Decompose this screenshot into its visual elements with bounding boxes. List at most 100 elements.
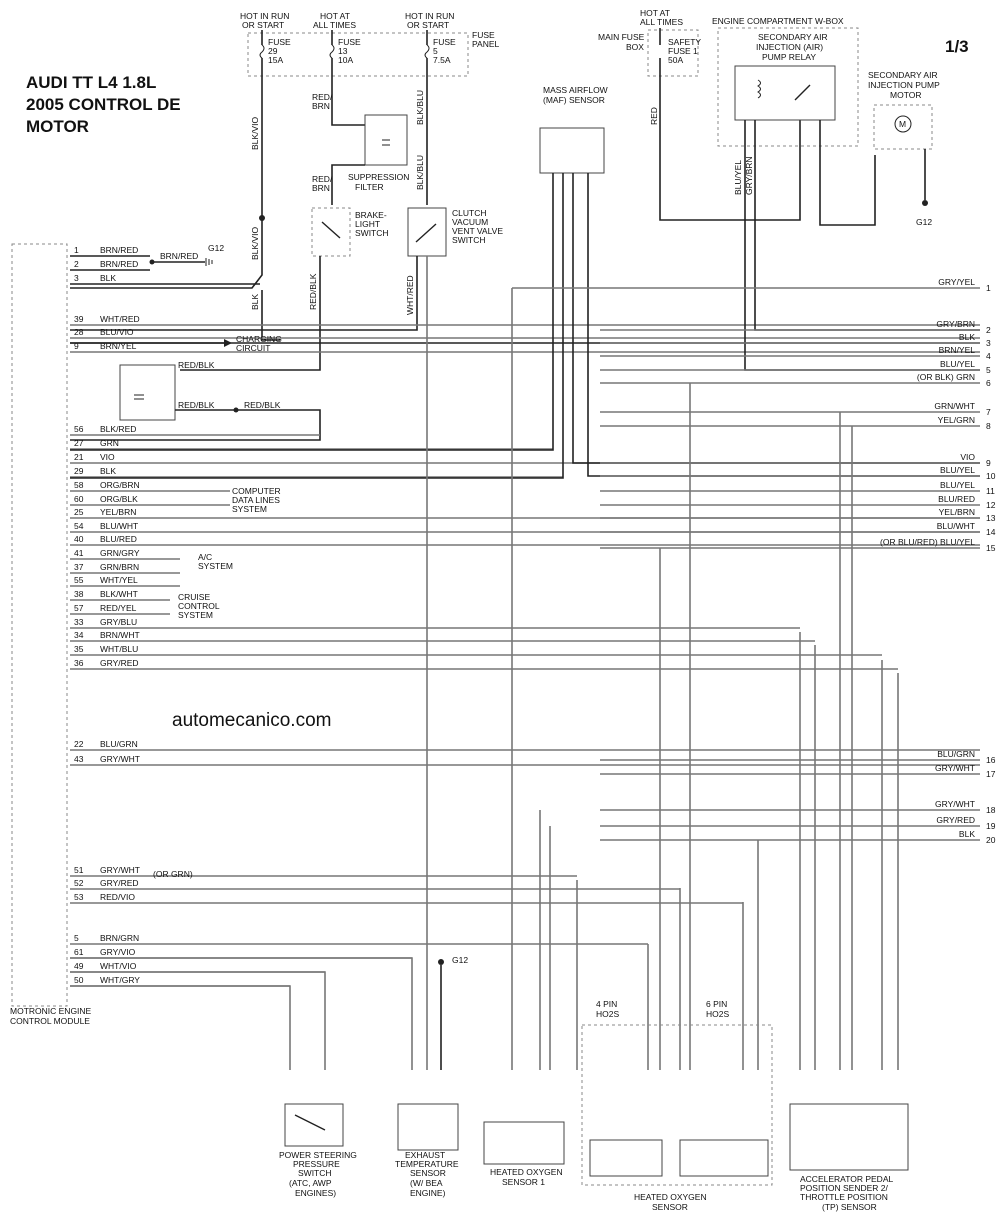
- right-connector-number: 14: [986, 527, 996, 537]
- ac-a: A/C: [198, 552, 212, 562]
- page-number: 1/3: [945, 37, 969, 56]
- ecm-pin-number: 49: [74, 961, 84, 971]
- ecm-pin-color: BLK/WHT: [100, 589, 138, 599]
- brake-a: BRAKE-: [355, 210, 387, 220]
- right-connector-color: BLU/YEL: [940, 359, 975, 369]
- wire-wht-red-relay: [819, 120, 876, 226]
- maf-a: MASS AIRFLOW: [543, 85, 608, 95]
- wire-grn-maf: [70, 173, 554, 451]
- ecm-pin-color: ORG/BRN: [100, 480, 140, 490]
- brake-c: SWITCH: [355, 228, 389, 238]
- wire-red-brn: [331, 80, 365, 126]
- data-c: SYSTEM: [232, 504, 267, 514]
- title-line2: 2005 CONTROL DE: [26, 95, 181, 114]
- mainfuse-f-c: 50A: [668, 55, 683, 65]
- suppression-a: SUPPRESSION: [348, 172, 409, 182]
- ecm-pin-number: 36: [74, 658, 84, 668]
- right-connector-number: 3: [986, 338, 991, 348]
- ecm-pin-number: 43: [74, 754, 84, 764]
- motor-m: M: [899, 119, 906, 129]
- ecm-pin-number: 41: [74, 548, 84, 558]
- right-connector-number: 16: [986, 755, 996, 765]
- cruise-c: SYSTEM: [178, 610, 213, 620]
- ecm-pin-color: GRY/RED: [100, 658, 139, 668]
- splice-dot: [233, 407, 239, 413]
- ecm-pin-color: GRY/VIO: [100, 947, 136, 957]
- mainfuse-f-b: FUSE 1: [668, 46, 698, 56]
- ecm-pin-number: 25: [74, 507, 84, 517]
- fuse13-num: 13: [338, 46, 348, 56]
- wire-red-blk-lower: [70, 409, 321, 441]
- relay-b: INJECTION (AIR): [756, 42, 823, 52]
- right-connector-number: 1: [986, 283, 991, 293]
- ecm-pin-color: GRN/BRN: [100, 562, 139, 572]
- pump-a: SECONDARY AIR: [868, 70, 938, 80]
- ecm-pin-color: BLU/WHT: [100, 521, 138, 531]
- relay-box: [734, 65, 836, 121]
- ac-b: SYSTEM: [198, 561, 233, 571]
- ecm-pin-number: 22: [74, 739, 84, 749]
- fuse29-num: 29: [268, 46, 278, 56]
- mainfuse-box-b: BOX: [626, 42, 644, 52]
- charging-a: CHARGING: [236, 334, 282, 344]
- mainfuse-f-a: SAFETY: [668, 37, 701, 47]
- fuse13-icon: [329, 44, 335, 59]
- filter-capacitor-box: [119, 364, 176, 421]
- right-connector-color: BLK: [959, 829, 975, 839]
- ho2s-group-box: [581, 1024, 773, 1186]
- fuse-panel-box: [247, 32, 469, 77]
- right-connector-color: GRY/WHT: [935, 799, 975, 809]
- fuse-panel-label1: FUSE: [472, 30, 495, 40]
- brake-switch-box: [311, 207, 351, 257]
- ecm-pin-number: 39: [74, 314, 84, 324]
- right-connector-color: YEL/BRN: [939, 507, 975, 517]
- wire-gry-vio-61: [70, 957, 413, 1070]
- ecm-pin-color: GRY/WHT: [100, 865, 140, 875]
- pump-motor-box: [873, 104, 933, 150]
- ecm-pin-color: BLU/RED: [100, 534, 137, 544]
- right-connector-color: BLK: [959, 332, 975, 342]
- wire-wht-vio-49: [70, 971, 326, 1070]
- right-connector-color: BLU/RED: [938, 494, 975, 504]
- watermark: automecanico.com: [172, 710, 331, 731]
- switch-icon: [321, 221, 341, 239]
- right-connector-color: BLU/YEL: [940, 480, 975, 490]
- hot1-b: OR START: [242, 20, 284, 30]
- ecm-pin-number: 51: [74, 865, 84, 875]
- diagram-title: AUDI TT L4 1.8L 2005 CONTROL DE MOTOR: [26, 73, 181, 136]
- clutch-a: CLUTCH: [452, 208, 486, 218]
- hot2-a: HOT AT: [320, 11, 350, 21]
- right-connector-number: 8: [986, 421, 991, 431]
- label-red-brn-d: BRN: [312, 183, 330, 193]
- ecm-pin-color: YEL/BRN: [100, 507, 136, 517]
- ecm-pin-number: 57: [74, 603, 84, 613]
- ecm-pin-number: 27: [74, 438, 84, 448]
- right-connector-number: 6: [986, 378, 991, 388]
- label-or-grn: (OR GRN): [153, 869, 193, 879]
- ecm-pin-color: RED/YEL: [100, 603, 137, 613]
- app-d: (TP) SENSOR: [822, 1202, 877, 1212]
- wire-red-mainfuse: [659, 28, 801, 221]
- ecm-pin-color: BLK/RED: [100, 424, 136, 434]
- ecm-pin-color: BRN/WHT: [100, 630, 140, 640]
- right-connector-number: 17: [986, 769, 996, 779]
- right-connector-number: 4: [986, 351, 991, 361]
- charging-b: CIRCUIT: [236, 343, 270, 353]
- motor-icon: [894, 115, 912, 133]
- capacitor-icon: [134, 394, 144, 400]
- ecm-pin-number: 9: [74, 341, 79, 351]
- right-connector-number: 19: [986, 821, 996, 831]
- pump-c: MOTOR: [890, 90, 921, 100]
- exhaust-sensor-box: [397, 1103, 459, 1151]
- label-blk-blu-2: BLK/BLU: [415, 155, 425, 190]
- mainfuse-hot-a: HOT AT: [640, 8, 670, 18]
- g12-top: G12: [208, 243, 224, 253]
- hot1-a: HOT IN RUN: [240, 11, 289, 21]
- ho2s-4pin-box: [589, 1139, 663, 1177]
- wbox: [717, 27, 859, 147]
- right-connector-color: BRN/YEL: [939, 345, 976, 355]
- ecm-pin-color: WHT/VIO: [100, 961, 137, 971]
- ho2s-6pin-box: [679, 1139, 769, 1177]
- hot3-b: OR START: [407, 20, 449, 30]
